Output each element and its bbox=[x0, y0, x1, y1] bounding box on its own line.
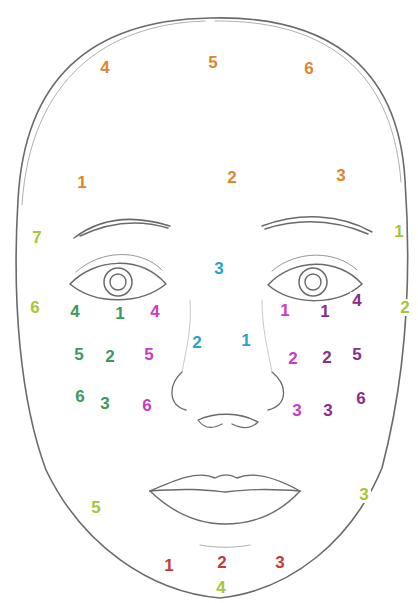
callout-number: 3 bbox=[290, 402, 303, 419]
callout-number: 2 bbox=[225, 169, 238, 186]
callout-number: 4 bbox=[68, 303, 81, 320]
right-eye bbox=[268, 264, 362, 300]
callout-number: 2 bbox=[103, 348, 116, 365]
callout-number: 1 bbox=[113, 305, 126, 322]
callout-number: 1 bbox=[162, 557, 175, 574]
face-outline-sketch bbox=[22, 21, 401, 205]
callout-number: 2 bbox=[286, 350, 299, 367]
callout-number: 3 bbox=[321, 402, 334, 419]
callout-number: 3 bbox=[334, 167, 347, 184]
callout-number: 4 bbox=[214, 579, 227, 596]
right-pupil bbox=[305, 274, 321, 290]
callout-number: 3 bbox=[98, 395, 111, 412]
callout-number: 3 bbox=[212, 260, 225, 277]
callout-number: 5 bbox=[72, 346, 85, 363]
callout-number: 2 bbox=[398, 299, 411, 316]
left-iris bbox=[104, 268, 132, 296]
left-eyelid bbox=[76, 254, 162, 272]
callout-number: 6 bbox=[302, 60, 315, 77]
left-eye bbox=[70, 263, 166, 299]
callout-number: 5 bbox=[206, 54, 219, 71]
callout-number: 3 bbox=[273, 554, 286, 571]
face-outline bbox=[16, 18, 407, 598]
callout-number: 2 bbox=[320, 349, 333, 366]
callout-number: 6 bbox=[354, 390, 367, 407]
left-eyebrow bbox=[74, 219, 170, 238]
nose-bridge bbox=[182, 300, 272, 372]
callout-number: 2 bbox=[190, 334, 203, 351]
callout-number: 2 bbox=[215, 554, 228, 571]
left-pupil bbox=[110, 274, 126, 290]
callout-number: 5 bbox=[89, 499, 102, 516]
callout-number: 6 bbox=[73, 388, 86, 405]
callout-number: 1 bbox=[75, 174, 88, 191]
callout-number: 5 bbox=[142, 346, 155, 363]
callout-number: 3 bbox=[357, 486, 370, 503]
callout-number: 1 bbox=[239, 332, 252, 349]
mouth-line bbox=[150, 489, 300, 492]
callout-number: 1 bbox=[278, 302, 291, 319]
callout-number: 4 bbox=[98, 59, 111, 76]
callout-number: 7 bbox=[30, 229, 43, 246]
lower-lip bbox=[150, 491, 300, 524]
callout-number: 1 bbox=[392, 223, 405, 240]
callout-number: 6 bbox=[28, 299, 41, 316]
callout-number: 4 bbox=[350, 292, 363, 309]
chin-line bbox=[200, 545, 250, 547]
upper-lip bbox=[150, 475, 300, 491]
nose bbox=[172, 372, 284, 428]
callout-number: 6 bbox=[140, 397, 153, 414]
callout-number: 5 bbox=[350, 346, 363, 363]
callout-number: 4 bbox=[148, 303, 161, 320]
right-iris bbox=[299, 268, 327, 296]
callout-number: 1 bbox=[318, 303, 331, 320]
right-eyebrow bbox=[262, 217, 372, 234]
